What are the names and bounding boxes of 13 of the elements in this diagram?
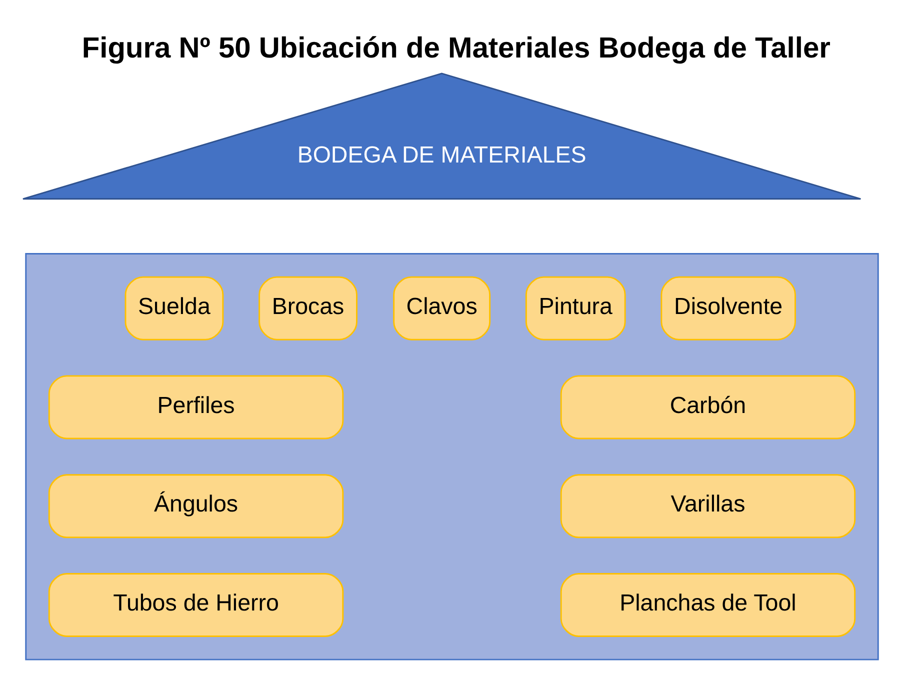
node-box: Perfiles [48, 374, 344, 439]
node-box: Brocas [258, 276, 358, 340]
node-box: Varillas [560, 474, 856, 538]
node-box: Pintura [525, 276, 626, 340]
node-box: Carbón [560, 374, 856, 439]
node-box: Clavos [393, 276, 491, 340]
node-box: Disolvente [660, 276, 796, 340]
node-box: Tubos de Hierro [48, 572, 344, 636]
diagram-title: Figura Nº 50 Ubicación de Materiales Bodega de Taller [82, 32, 830, 64]
node-box: Ángulos [48, 474, 344, 538]
node-box: Planchas de Tool [560, 572, 856, 636]
node-box: Suelda [124, 276, 224, 340]
cluster [25, 252, 879, 660]
